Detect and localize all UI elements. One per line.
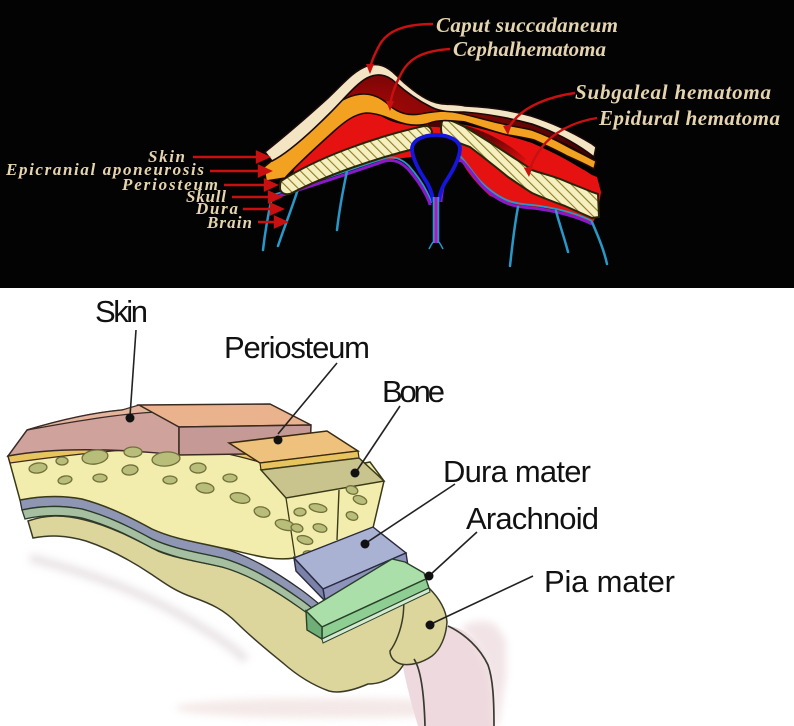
svg-text:Cephalhematoma: Cephalhematoma <box>453 37 606 61</box>
svg-text:Caput succadaneum: Caput succadaneum <box>436 13 618 37</box>
svg-text:Dura: Dura <box>195 199 239 218</box>
svg-text:Skin: Skin <box>148 147 185 166</box>
svg-text:Skull: Skull <box>186 187 226 206</box>
svg-text:Periosteum: Periosteum <box>224 330 370 365</box>
svg-text:Arachnoid: Arachnoid <box>466 501 599 536</box>
svg-text:Subgaleal hematoma: Subgaleal hematoma <box>575 80 771 104</box>
svg-text:Bone: Bone <box>382 374 445 409</box>
svg-text:Pia mater: Pia mater <box>544 564 675 599</box>
svg-text:Periosteum: Periosteum <box>121 175 218 194</box>
svg-text:Epidural hematoma: Epidural hematoma <box>598 106 780 130</box>
svg-text:Brain: Brain <box>206 213 252 232</box>
svg-text:Skin: Skin <box>95 294 148 329</box>
svg-text:Epicranial aponeurosis: Epicranial aponeurosis <box>5 160 204 179</box>
svg-text:Dura mater: Dura mater <box>443 454 591 489</box>
